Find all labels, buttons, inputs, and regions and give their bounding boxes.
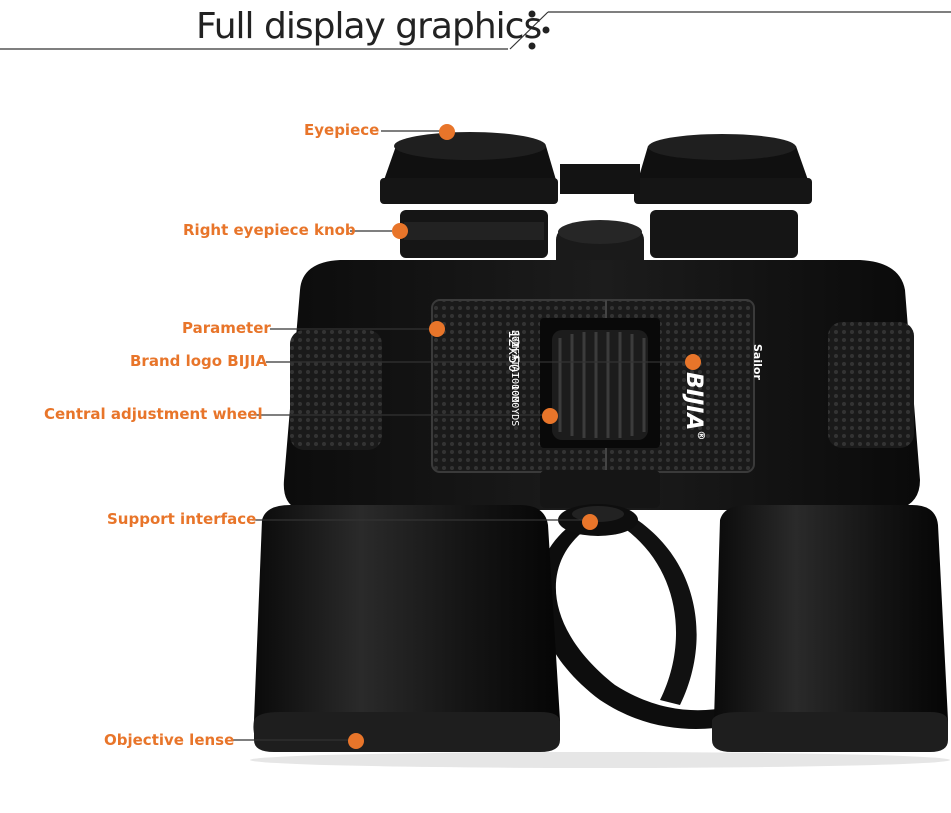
callout-label-objective: Objective lense	[104, 731, 235, 749]
callout-dot-objective	[348, 733, 364, 749]
right-eyepiece	[634, 134, 812, 258]
callout-label-support: Support interface	[107, 510, 257, 528]
callout-dot-support	[582, 514, 598, 530]
left-grip-texture	[290, 330, 382, 450]
callout-dot-wheel	[542, 408, 558, 424]
callout-dot-knob	[392, 223, 408, 239]
callout-label-brand: Brand logo BIJIA	[130, 352, 268, 370]
strap-right	[612, 512, 697, 705]
lower-hinge	[540, 470, 660, 508]
brand-registered-mark: ®	[695, 430, 706, 441]
central-wheel	[552, 330, 648, 440]
eyepiece-bridge	[560, 164, 640, 194]
right-grip-texture	[828, 322, 914, 448]
header-slash	[509, 11, 549, 50]
strap	[536, 522, 760, 729]
callout-dot-brand	[685, 354, 701, 370]
callout-label-knob: Right eyepiece knob	[183, 221, 356, 239]
header-dot-top	[528, 10, 536, 18]
param-line2: 87M AT 1000M	[509, 330, 520, 403]
callout-dot-parameter	[429, 321, 445, 337]
header-dot-mid	[542, 26, 550, 34]
callout-dots	[348, 124, 701, 749]
right-barrel	[713, 505, 948, 752]
floor-shadow	[250, 752, 950, 768]
page-title: Full display graphics	[196, 6, 542, 47]
brand-name: BIJIA	[681, 372, 706, 431]
callout-label-parameter: Parameter	[182, 319, 271, 337]
left-barrel	[253, 505, 560, 752]
callout-label-wheel: Central adjustment wheel	[44, 405, 263, 423]
header-decoration	[0, 10, 951, 50]
sub-brand: Sailor	[751, 344, 764, 380]
callout-label-eyepiece: Eyepiece	[304, 121, 380, 139]
left-eyepiece	[380, 132, 558, 258]
brand-logo: BIJIA®	[681, 372, 706, 440]
callout-lines	[232, 130, 688, 741]
callout-dot-eyepiece	[439, 124, 455, 140]
header-dot-bottom	[528, 42, 536, 50]
